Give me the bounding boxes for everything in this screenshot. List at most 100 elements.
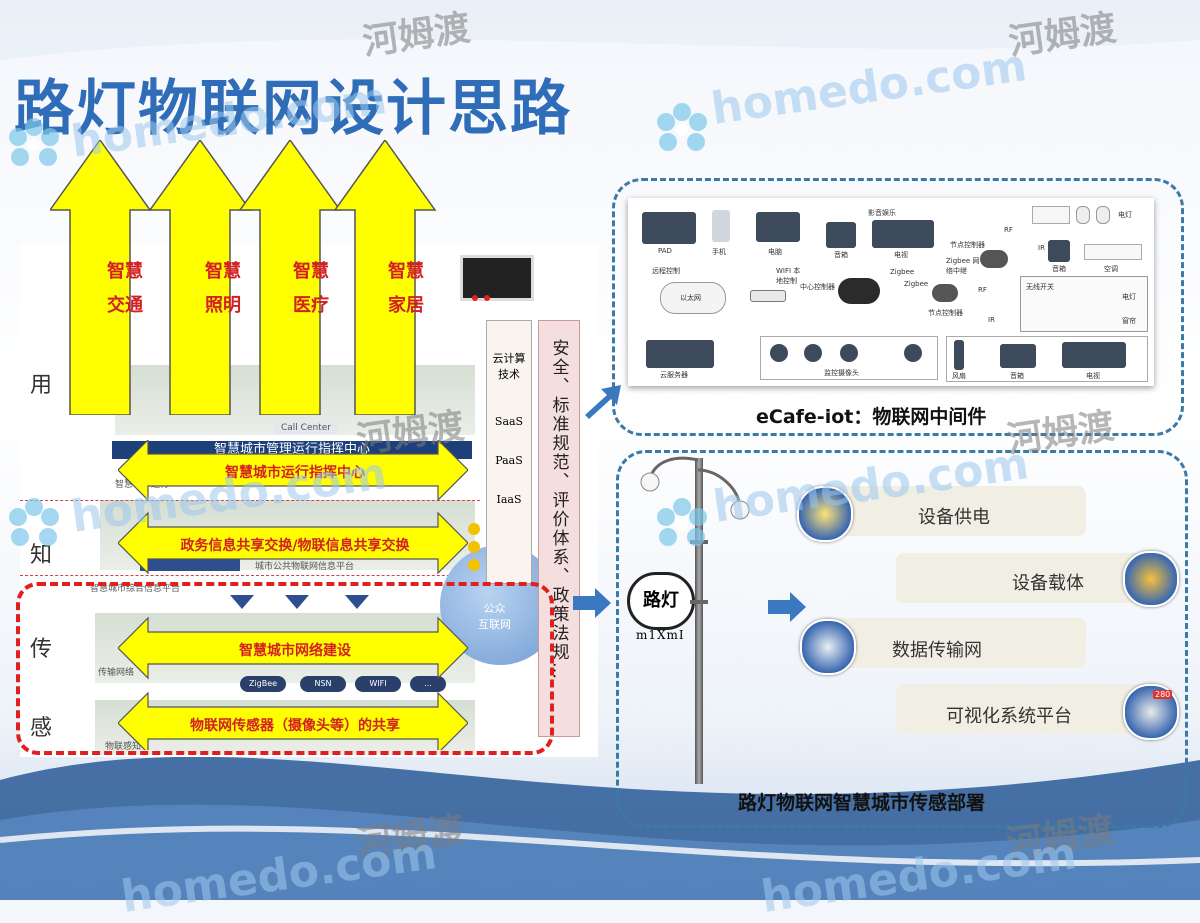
double-arrows-group	[118, 440, 468, 750]
pc-label: 电脑	[768, 248, 782, 256]
cloud-item-saas: SaaS	[494, 415, 524, 428]
remote-control-label: 远程控制	[652, 267, 680, 275]
thermometer-sun-icon	[1123, 551, 1179, 607]
double-arrow-label-network: 智慧城市网络建设	[239, 643, 351, 659]
down-arrow	[285, 595, 309, 609]
ir-label-1: IR	[1038, 244, 1045, 252]
speaker-image-3	[1000, 344, 1036, 368]
call-center-label: Call Center	[275, 422, 337, 434]
layer-label-transport: 传	[30, 637, 53, 662]
billboard-light	[472, 295, 478, 301]
cloud-server-image	[646, 340, 714, 368]
separator-line	[20, 575, 480, 576]
up-arrow-label-line1: 智慧	[107, 261, 143, 282]
camera-group-box	[760, 336, 938, 380]
curtain-label: 窗帘	[1122, 317, 1136, 325]
av-label: 影音娱乐	[868, 209, 896, 217]
pc-image	[756, 212, 800, 242]
node-controller-label-2: 节点控制器	[928, 309, 963, 317]
pad-image	[642, 212, 696, 244]
map-app-icon: 280	[1123, 684, 1179, 740]
public-internet-line2: 互联网	[478, 618, 511, 631]
up-arrow-label-traffic: 智慧 交通	[85, 255, 165, 323]
layer-label-use: 用	[30, 373, 53, 398]
zigbee-relay-label: Zigbee 网络中继	[946, 257, 980, 275]
street-light-arms	[640, 456, 750, 520]
arrow-to-streetlight	[573, 588, 611, 618]
middleware-caption: eCafe-iot：物联网中间件	[756, 406, 987, 428]
fan-image	[954, 340, 964, 370]
tv-label: 电视	[894, 251, 908, 259]
up-arrow-label-line2: 家居	[388, 295, 424, 316]
camera-image	[804, 344, 822, 362]
up-arrows-group	[50, 140, 437, 415]
homedo-flower-icon	[657, 498, 707, 546]
up-arrow-label-home: 智慧 家居	[366, 255, 446, 323]
double-arrow-label-share: 政务信息共享交换/物联信息共享交换	[180, 538, 410, 554]
phone-label: 手机	[712, 248, 726, 256]
central-controller-label: 中心控制器	[800, 283, 835, 291]
node-controller-image-1	[980, 250, 1008, 268]
up-arrow-label-medical: 智慧 医疗	[271, 255, 351, 323]
switch-panel-image	[1032, 206, 1070, 224]
tv-label-2: 电视	[1086, 372, 1100, 380]
status-dot	[468, 541, 480, 553]
up-arrow-label-lighting: 智慧 照明	[183, 255, 263, 323]
network-pill-wifi: WIFI	[355, 676, 401, 692]
network-pill-nsn: NSN	[300, 676, 346, 692]
up-arrow-label-line1: 智慧	[293, 261, 329, 282]
cloud-item-iaas: IaaS	[496, 493, 522, 506]
street-light-sign-text: 路灯	[643, 590, 679, 611]
up-arrow-label-line2: 交通	[107, 295, 143, 316]
cloud-server-label: 云服务器	[660, 371, 688, 379]
rf-label-2: RF	[978, 286, 987, 294]
up-arrow-home	[333, 140, 437, 415]
homedo-flower-icon	[9, 118, 59, 166]
security-standards-column: 安全、标准规范、评价体系、政策法规…	[538, 320, 580, 737]
tv-image	[872, 220, 934, 248]
camera-label: 监控摄像头	[824, 369, 859, 377]
fan-label: 风扇	[952, 372, 966, 380]
zigbee-label-1: Zigbee	[890, 268, 915, 276]
page-title: 路灯物联网设计思路	[14, 74, 572, 144]
ethernet-label: 以太网	[680, 294, 701, 302]
ethernet-cloud	[660, 282, 726, 314]
wifi-label: WIFI 本地控制	[776, 267, 801, 285]
down-arrow	[230, 595, 254, 609]
appliance-group-box	[946, 336, 1148, 382]
feature-row-network	[818, 618, 1086, 668]
camera-image	[840, 344, 858, 362]
mid-label-platform: 智慧城市综合信息平台	[90, 584, 181, 594]
public-internet-line1: 公众	[483, 602, 506, 615]
feature-row-power-label: 设备供电	[918, 507, 990, 528]
billboard-light	[484, 295, 490, 301]
streetlight-flow-arrow	[768, 592, 806, 622]
lightbulb-icon	[797, 486, 853, 542]
double-arrow-label-command: 智慧城市运行指挥中心	[225, 465, 365, 481]
speaker-image-2	[1048, 240, 1070, 262]
speaker-label-3: 音箱	[1010, 372, 1024, 380]
ac-image	[1084, 244, 1142, 260]
feature-row-carrier	[896, 553, 1156, 603]
gear-icon	[800, 619, 856, 675]
layer-label-know: 知	[30, 543, 53, 568]
status-dot	[468, 523, 480, 535]
central-controller-image	[838, 278, 880, 304]
speaker-label: 音箱	[834, 251, 848, 259]
highlight-box-network-sensing	[16, 582, 554, 755]
feature-row-power	[818, 486, 1086, 536]
camera-image	[770, 344, 788, 362]
double-arrow-label-sensor: 物联网传感器（摄像头等）的共享	[190, 718, 400, 734]
ir-label-2: IR	[988, 316, 995, 324]
network-pill-zigbee: ZigBee	[240, 676, 286, 692]
feature-row-network-label: 数据传输网	[892, 640, 982, 661]
zigbee-label-2: Zigbee	[904, 280, 929, 288]
network-pill-more: ...	[410, 676, 446, 692]
feature-row-platform	[896, 684, 1156, 734]
status-dot	[468, 559, 480, 571]
billboard-image	[460, 255, 534, 301]
cloud-column-title: 云计算技术	[492, 352, 526, 381]
public-internet-label: 公众 互联网	[478, 601, 511, 633]
homedo-flower-icon	[657, 103, 707, 151]
router-image	[750, 290, 786, 302]
